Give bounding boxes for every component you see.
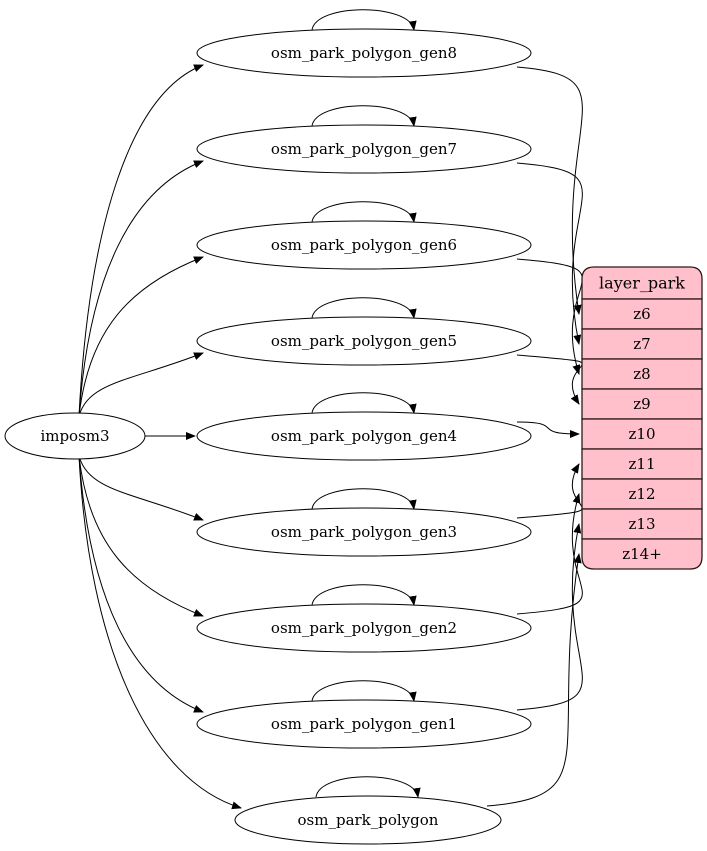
table-row-z13[interactable]: [581, 508, 703, 540]
edge-imposm3-to-gen1: [78, 455, 204, 713]
table-row-z12[interactable]: [581, 478, 703, 510]
node-label-gen7: osm_park_polygon_gen7: [271, 140, 457, 158]
node-ellipse-gen5[interactable]: [196, 316, 532, 366]
edge-gen2-to-z12: [516, 493, 583, 615]
table-row-label-z8: z8: [633, 365, 650, 383]
node-label-gen8: osm_park_polygon_gen8: [271, 44, 457, 62]
edge-gen4-to-z10: [516, 421, 580, 438]
edge-self-loop-gen6: [311, 201, 417, 223]
node-label-gen4: osm_park_polygon_gen4: [271, 427, 457, 445]
edge-self-loop-gen5: [311, 297, 417, 319]
table-row-label-z6: z6: [633, 305, 650, 323]
edge-self-loop-gen1: [311, 680, 417, 702]
edge-imposm3-to-gen7: [78, 160, 204, 417]
edge-gen5-to-z9: [516, 354, 583, 405]
edge-base-to-z14+: [486, 553, 582, 807]
table-row-label-z7: z7: [633, 335, 650, 353]
table-row-label-z14+: z14+: [622, 545, 662, 563]
edge-self-loop-gen4: [311, 392, 417, 414]
edge-imposm3-to-gen2: [78, 455, 204, 617]
node-label-base: osm_park_polygon: [298, 811, 439, 829]
table-row-label-z11: z11: [629, 455, 656, 473]
table-row-z6[interactable]: [581, 298, 703, 330]
node-label-gen2: osm_park_polygon_gen2: [271, 619, 457, 637]
edge-imposm3-to-gen3: [78, 455, 204, 521]
edge-imposm3-to-base: [78, 455, 242, 810]
table-row-label-z12: z12: [629, 485, 656, 503]
node-ellipse-gen3[interactable]: [196, 507, 532, 557]
edge-gen1-to-z13: [516, 523, 583, 711]
node-ellipse-gen7[interactable]: [196, 124, 532, 174]
edge-imposm3-to-gen8: [78, 64, 204, 417]
edge-self-loop-gen8: [311, 9, 417, 31]
node-label-gen1: osm_park_polygon_gen1: [271, 715, 457, 733]
node-ellipse-base[interactable]: [234, 795, 502, 845]
nodes-layer: osm_park_polygon_gen8 osm_park_polygon_ge…: [4, 28, 532, 845]
edge-gen7-to-z7: [516, 162, 583, 345]
edge-self-loop-gen7: [311, 105, 417, 127]
node-ellipse-gen6[interactable]: [196, 220, 532, 270]
table-row-z14+[interactable]: [581, 538, 703, 570]
layer-park-table: layer_park z6 z7 z8 z9 z10 z11 z12 z13 z14+: [581, 266, 703, 570]
table-row-z10[interactable]: [581, 418, 703, 450]
node-ellipse-imposm3[interactable]: [4, 412, 146, 460]
table-row-z11[interactable]: [581, 448, 703, 480]
node-ellipse-gen4[interactable]: [196, 411, 532, 461]
table-row-label-z9: z9: [633, 395, 650, 413]
edge-self-loop-gen3: [311, 488, 417, 510]
edges-layer: [78, 9, 583, 810]
node-label-gen3: osm_park_polygon_gen3: [271, 523, 457, 541]
table-header-cell: [581, 266, 703, 300]
node-ellipse-gen1[interactable]: [196, 699, 532, 749]
edge-gen3-to-z11: [516, 463, 583, 519]
node-label-gen6: osm_park_polygon_gen6: [271, 236, 457, 254]
edge-imposm3-to-gen6: [78, 256, 204, 417]
node-label-gen5: osm_park_polygon_gen5: [271, 332, 457, 350]
node-ellipse-gen8[interactable]: [196, 28, 532, 78]
node-label-imposm3: imposm3: [40, 427, 109, 445]
table-row-label-z10: z10: [629, 425, 656, 443]
edge-self-loop-gen2: [311, 584, 417, 606]
edge-gen8-to-z6: [516, 66, 583, 315]
edge-imposm3-to-gen5: [78, 352, 204, 417]
node-ellipse-gen2[interactable]: [196, 603, 532, 653]
table-row-label-z13: z13: [629, 515, 656, 533]
edge-self-loop-base: [315, 776, 421, 798]
table-title: layer_park: [599, 274, 685, 293]
